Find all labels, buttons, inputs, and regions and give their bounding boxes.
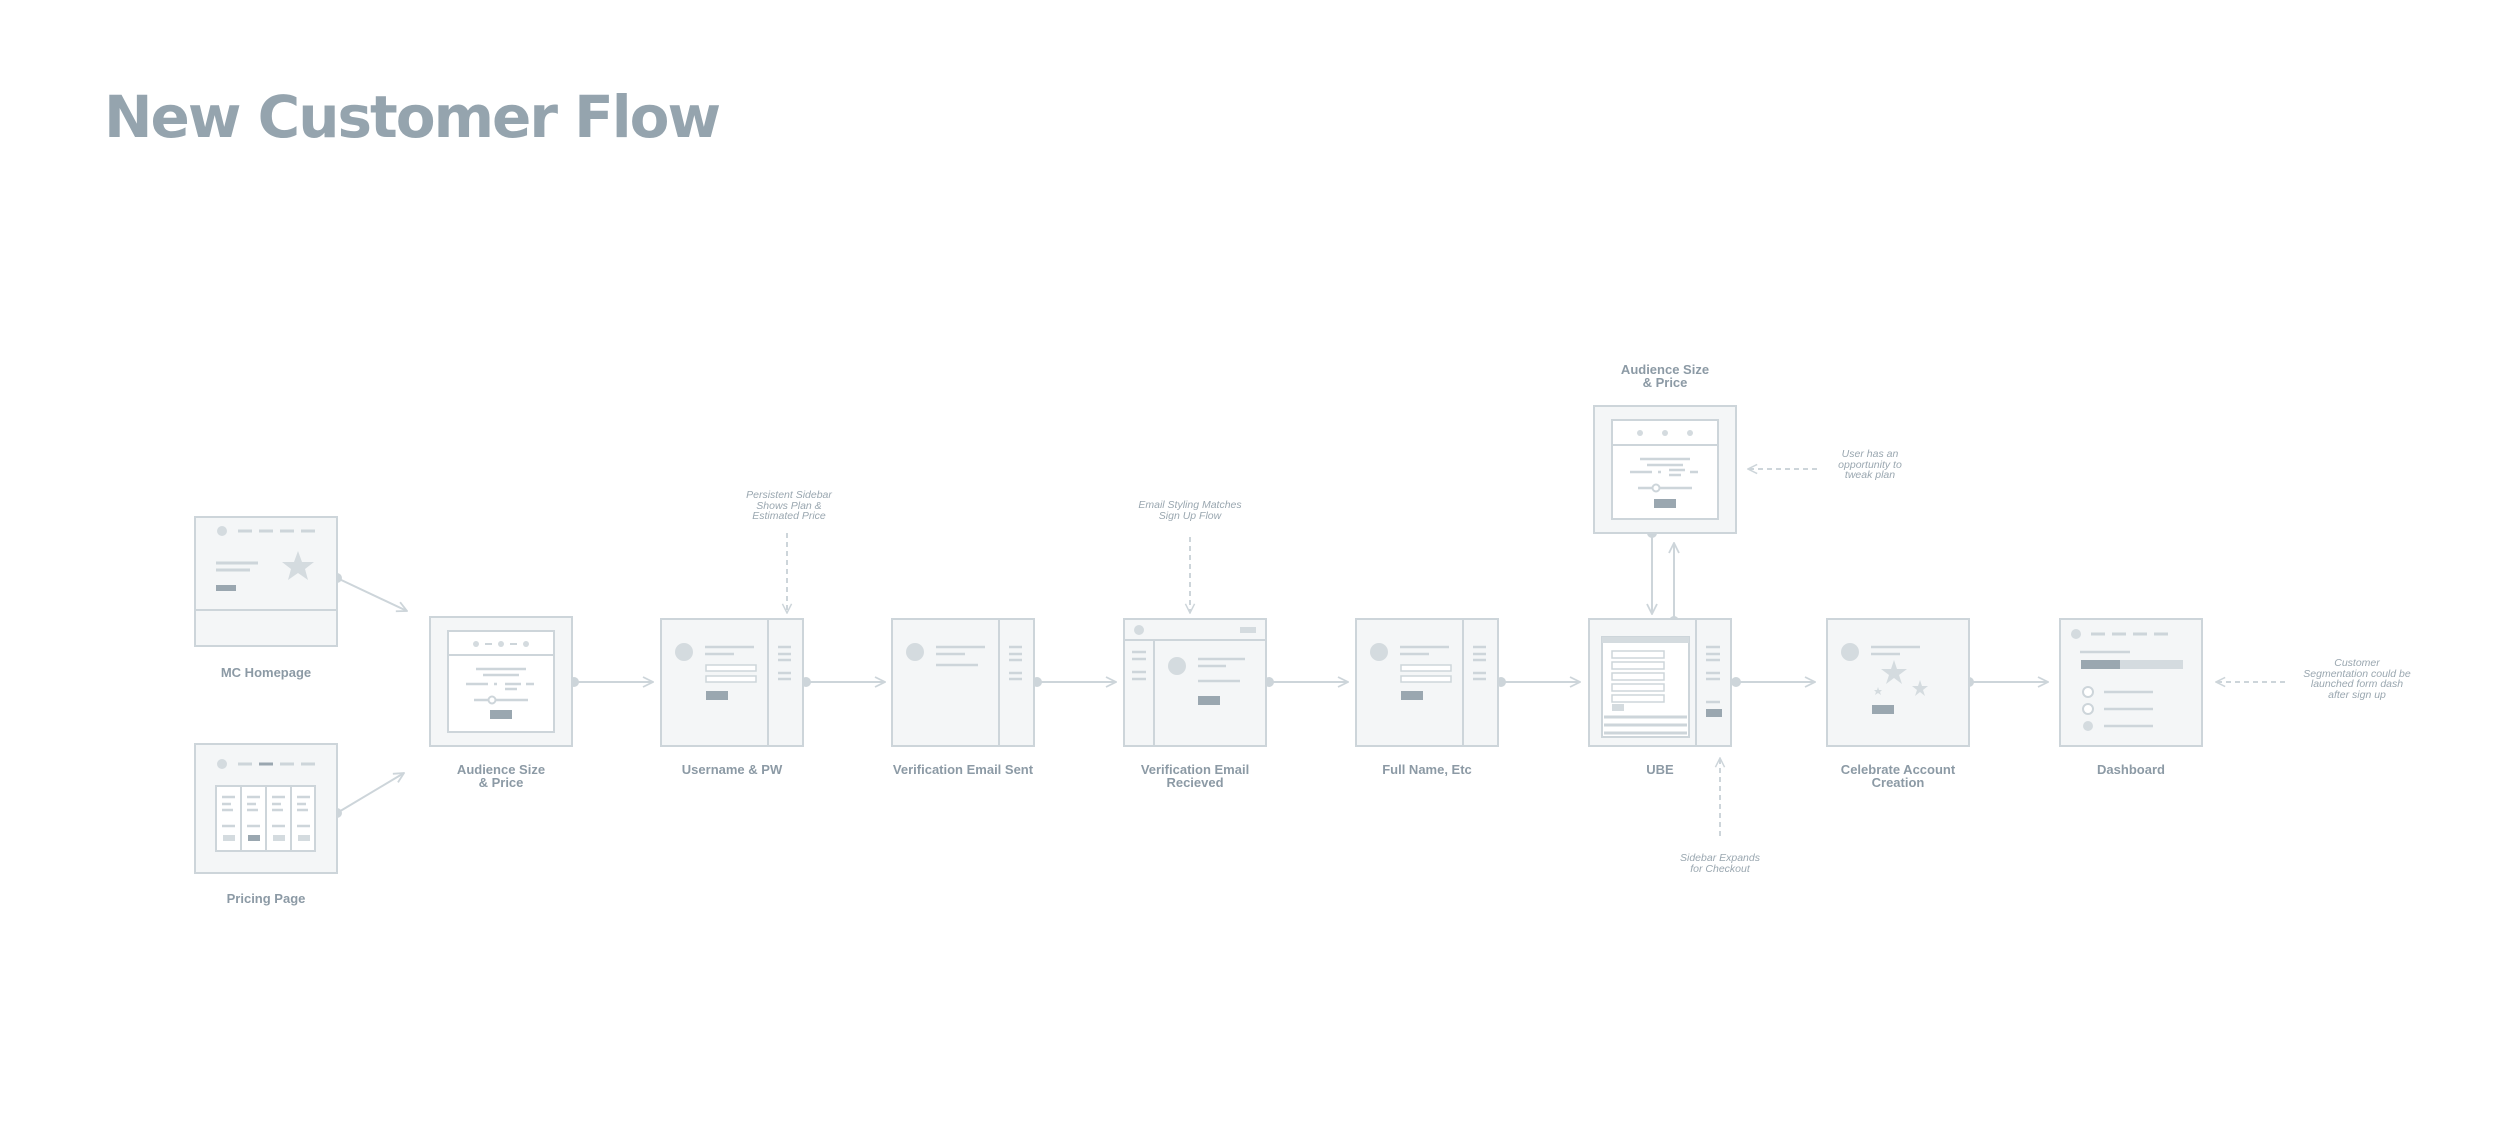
label-audience-size-price: Audience Size & Price <box>456 762 546 790</box>
label-pricing-page: Pricing Page <box>226 891 306 906</box>
screen-full-name <box>1355 618 1499 747</box>
screen-audience-size-price <box>429 616 573 747</box>
connector-homepage-to-audience <box>336 577 407 611</box>
note-persistent-sidebar: Persistent Sidebar Shows Plan & Estimate… <box>746 489 832 522</box>
label-dashboard: Dashboard <box>2097 762 2165 777</box>
label-celebrate-account: Celebrate Account Creation <box>1840 762 1956 790</box>
screen-mc-homepage <box>194 516 338 647</box>
star-icon <box>1874 687 1882 695</box>
star-icon <box>1881 660 1907 684</box>
screen-celebrate-account <box>1826 618 1970 747</box>
annotation-arrows <box>787 469 2285 836</box>
note-segmentation: Customer Segmentation could be launched … <box>2303 657 2411 701</box>
note-sidebar-expands: Sidebar Expands for Checkout <box>1680 852 1760 875</box>
connector-pricing-to-audience <box>336 773 404 814</box>
note-tweak-plan: User has an opportunity to tweak plan <box>1838 448 1902 481</box>
star-icon <box>1912 680 1928 696</box>
label-full-name: Full Name, Etc <box>1382 762 1472 777</box>
screen-dashboard <box>2059 618 2203 747</box>
label-verification-email-sent: Verification Email Sent <box>892 762 1034 777</box>
screen-verification-email-sent <box>891 618 1035 747</box>
label-verification-email-received: Verification Email Recieved <box>1140 762 1250 790</box>
label-ube: UBE <box>1646 762 1674 777</box>
label-audience-size-price-secondary: Audience Size & Price <box>1620 362 1710 390</box>
note-email-styling: Email Styling Matches Sign Up Flow <box>1138 499 1242 522</box>
label-username-pw: Username & PW <box>681 762 783 777</box>
page-title: New Customer Flow <box>104 83 721 151</box>
screen-pricing-page <box>194 743 338 874</box>
star-icon <box>282 551 314 580</box>
screen-ube <box>1588 618 1732 747</box>
label-mc-homepage: MC Homepage <box>220 665 312 680</box>
screen-verification-email-received <box>1123 618 1267 747</box>
screen-audience-size-price-secondary <box>1593 405 1737 534</box>
screen-username-pw <box>660 618 804 747</box>
